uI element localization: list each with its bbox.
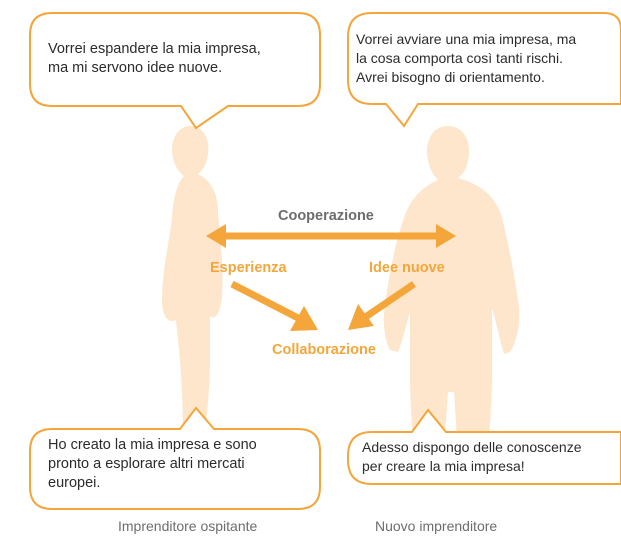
new-ideas-arrow <box>348 281 416 330</box>
bubble-line: la cosa comporta così tanti rischi. <box>356 50 563 66</box>
speech-bubble-bottom-left <box>29 406 321 510</box>
bubble-text-top-left: Vorrei espandere la mia impresa, ma mi s… <box>48 40 261 78</box>
bubble-line: pronto a esplorare altri mercati <box>48 456 245 472</box>
new-ideas-label: Idee nuove <box>369 260 445 276</box>
bubble-line: ma mi servono idee nuove. <box>48 60 223 76</box>
new-entrepreneur-caption: Nuovo imprenditore <box>375 518 498 534</box>
cooperation-arrow <box>206 224 456 248</box>
cooperation-label: Cooperazione <box>278 208 374 224</box>
collaboration-label: Collaborazione <box>272 342 376 358</box>
bubble-text-top-right: Vorrei avviare una mia impresa, ma la co… <box>356 30 576 87</box>
bubble-text-bottom-left: Ho creato la mia impresa e sono pronto a… <box>48 436 257 493</box>
bubble-line: europei. <box>48 475 101 491</box>
speech-bubble-bottom-right <box>347 408 621 485</box>
bubble-line: Avrei bisogno di orientamento. <box>356 69 545 85</box>
bubble-line: Vorrei avviare una mia impresa, ma <box>356 31 577 47</box>
speech-bubble-top-right <box>347 12 621 128</box>
speech-bubble-top-left <box>29 12 321 130</box>
experience-label: Esperienza <box>210 260 287 276</box>
man-silhouette-icon <box>383 126 520 482</box>
bubble-line: Vorrei espandere la mia impresa, <box>48 41 261 57</box>
bubble-line: Ho creato la mia impresa e sono <box>48 437 257 453</box>
experience-arrow <box>230 280 318 331</box>
bubble-text-bottom-right: Adesso dispongo delle conoscenze per cre… <box>362 438 621 476</box>
woman-silhouette-icon <box>162 126 223 450</box>
host-entrepreneur-caption: Imprenditore ospitante <box>118 518 258 534</box>
bubble-line: per creare la mia impresa! <box>362 458 525 474</box>
bubble-line: Adesso dispongo delle conoscenze <box>362 439 582 455</box>
